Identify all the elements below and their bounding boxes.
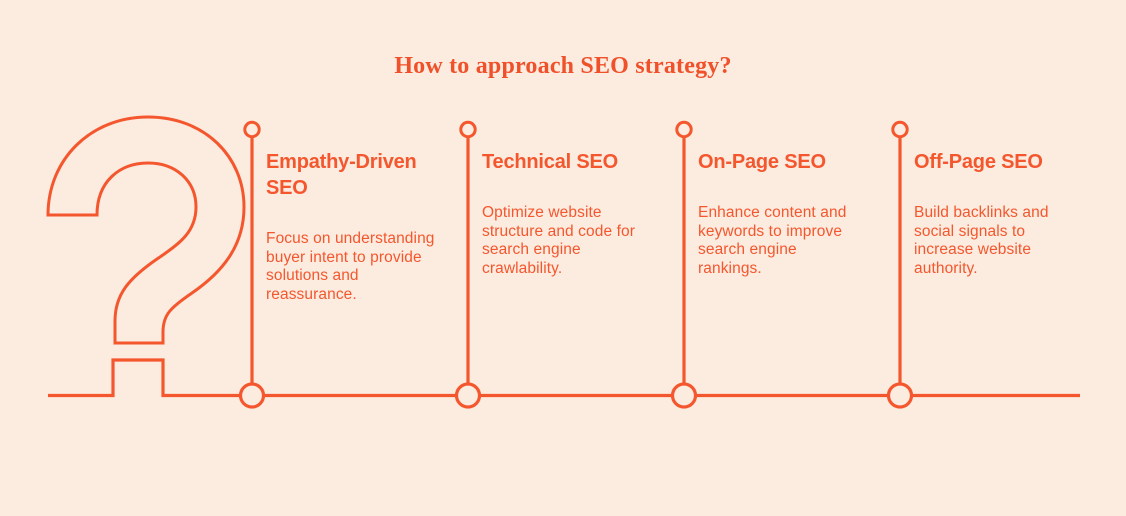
step-technical-seo: Technical SEO Optimize website structure… [482, 131, 674, 296]
timeline-baseline [48, 358, 1080, 398]
step-description: Build backlinks and social signals to in… [914, 204, 1049, 277]
top-knot-1 [243, 120, 261, 139]
base-knot-2 [454, 382, 482, 409]
question-mark-icon [46, 115, 246, 345]
top-knot-4 [891, 120, 909, 139]
top-knot-2 [459, 120, 477, 139]
step-heading: Empathy-Driven SEO [266, 151, 417, 199]
page-title: How to approach SEO strategy? [394, 53, 732, 79]
base-knot-1 [238, 382, 266, 409]
step-heading: Off-Page SEO [914, 151, 1043, 173]
step-description: Enhance content and keywords to improve … [698, 204, 847, 277]
step-empathy-driven-seo: Empathy-Driven SEO Focus on understandin… [266, 131, 458, 322]
base-knot-4 [886, 382, 914, 409]
step-description: Optimize website structure and code for … [482, 204, 635, 277]
step-heading: On-Page SEO [698, 151, 826, 173]
step-heading: Technical SEO [482, 151, 618, 173]
step-off-page-seo: Off-Page SEO Build backlinks and social … [914, 131, 1106, 296]
step-on-page-seo: On-Page SEO Enhance content and keywords… [698, 131, 890, 296]
base-knot-3 [670, 382, 698, 409]
step-description: Focus on understanding buyer intent to p… [266, 230, 435, 303]
top-knot-3 [675, 120, 693, 139]
